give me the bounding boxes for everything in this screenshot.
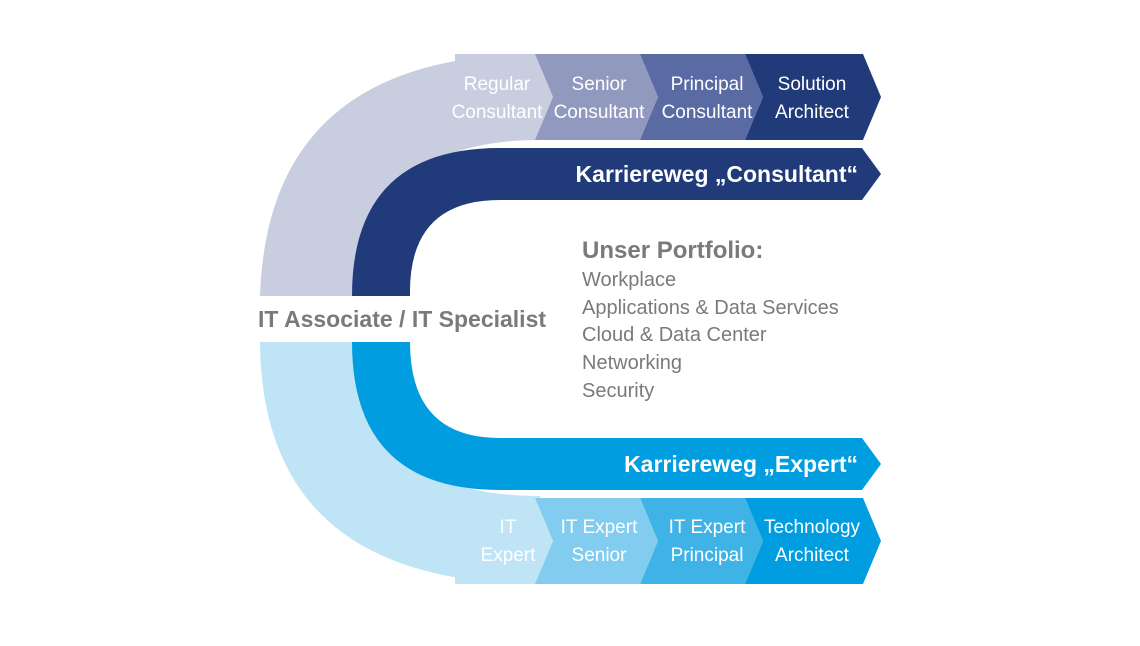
expert-step-2-line-2: Senior (572, 545, 628, 566)
portfolio-item: Cloud & Data Center (582, 324, 767, 346)
expert-step-1-line-1: IT (500, 517, 517, 538)
consultant-step-1-line-1: Regular (464, 74, 531, 95)
expert-step-4-line-2: Architect (775, 545, 850, 566)
expert-step-technology (745, 498, 881, 584)
start-role-label: IT Associate / IT Specialist (258, 306, 546, 332)
portfolio-item: Applications & Data Services (582, 297, 839, 319)
expert-dark-arc (352, 342, 881, 490)
consultant-step-1-line-2: Consultant (452, 102, 544, 123)
expert-step-4-line-1: Technology (764, 517, 861, 538)
portfolio-item: Networking (582, 352, 682, 374)
portfolio-title: Unser Portfolio: (582, 237, 763, 264)
expert-step-3-line-1: IT Expert (669, 517, 746, 538)
expert-step-1-line-2: Expert (481, 545, 537, 566)
consultant-step-4-line-1: Solution (778, 74, 847, 95)
expert-step-2-line-1: IT Expert (561, 517, 638, 538)
expert-step-principal (640, 498, 763, 584)
consultant-step-2-line-2: Consultant (554, 102, 646, 123)
consultant-step-3-line-2: Consultant (662, 102, 754, 123)
consultant-dark-arc (352, 148, 881, 296)
consultant-step-senior (535, 54, 658, 140)
consultant-path-title: Karriereweg „Consultant“ (576, 161, 858, 187)
consultant-step-2-line-1: Senior (572, 74, 628, 95)
portfolio-item: Security (582, 380, 654, 402)
consultant-step-3-line-1: Principal (671, 74, 744, 95)
expert-path-title: Karriereweg „Expert“ (624, 451, 858, 477)
consultant-step-principal (640, 54, 763, 140)
expert-step-it (455, 498, 553, 584)
consultant-step-regular (455, 54, 553, 140)
consultant-step-4-line-2: Architect (775, 102, 850, 123)
expert-step-senior (535, 498, 658, 584)
portfolio-item: Workplace (582, 269, 676, 291)
expert-step-3-line-2: Principal (671, 545, 744, 566)
consultant-step-solution (745, 54, 881, 140)
